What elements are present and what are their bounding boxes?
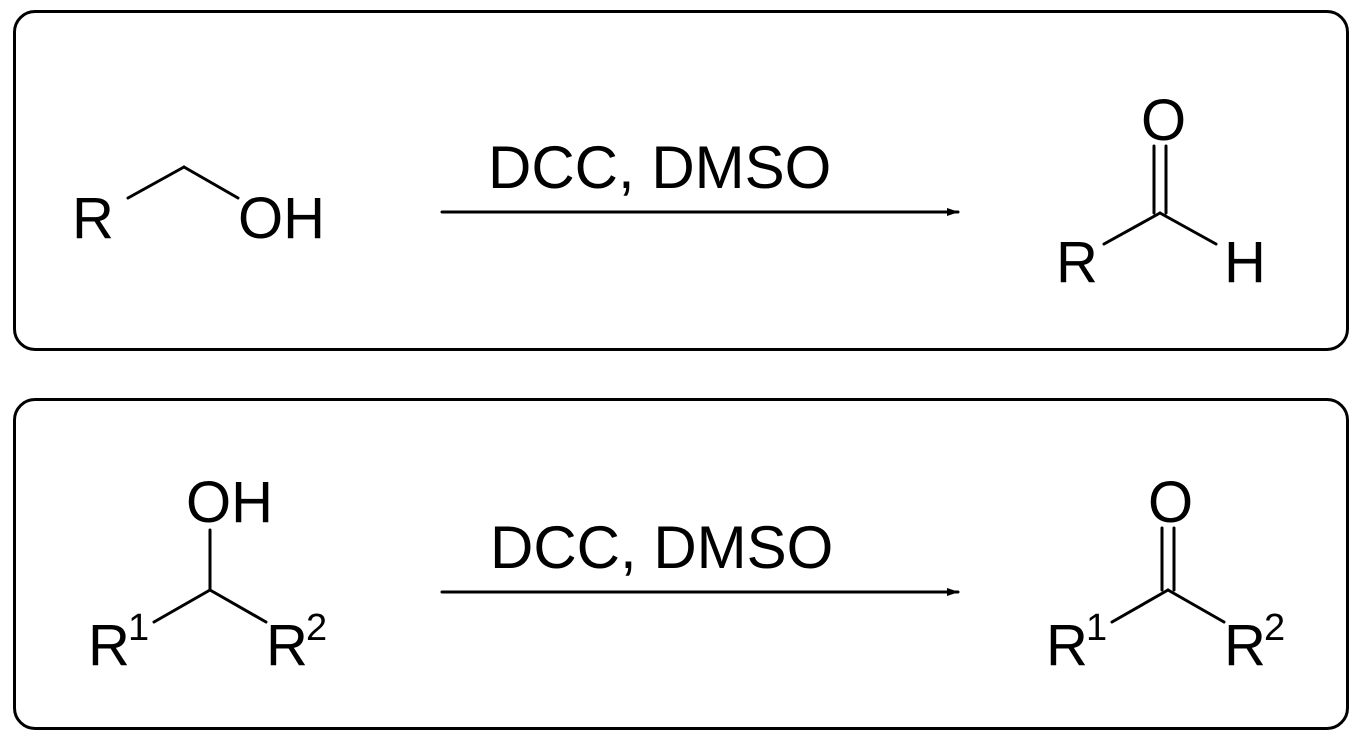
bond-c-r2 <box>208 588 268 624</box>
reactant-primary-alcohol: R OH <box>72 165 325 251</box>
reactant-2-r2-superscript: 2 <box>306 607 327 649</box>
bond-r1-co <box>1110 588 1170 624</box>
product-2-r2-label: R <box>1224 613 1266 678</box>
product-1-o-label: O <box>1141 88 1186 153</box>
reactant-2-r1-label: R <box>88 613 130 678</box>
product-2-r1-label: R <box>1046 613 1088 678</box>
bond-r-ch2 <box>126 165 186 200</box>
reaction-panel-primary-alcohol <box>13 10 1349 351</box>
reaction-2-reagents: DCC, DMSO <box>490 514 833 581</box>
product-aldehyde: O R H <box>1056 88 1266 295</box>
product-2-r2-superscript: 2 <box>1264 607 1285 649</box>
product-1-h-label: H <box>1224 230 1266 295</box>
bond-ch2-oh <box>182 165 240 200</box>
reaction-1-arrow-group: DCC, DMSO <box>440 134 960 216</box>
reactant-1-r-label: R <box>72 186 114 251</box>
bond-r-cho <box>1102 211 1162 246</box>
reaction-panel-secondary-alcohol <box>13 398 1349 730</box>
product-1-r-label: R <box>1056 230 1098 295</box>
bond-c-h <box>1158 211 1218 246</box>
reactant-2-oh-label: OH <box>186 470 273 535</box>
product-ketone: O R 1 R 2 <box>1046 470 1285 678</box>
product-2-o-label: O <box>1148 470 1193 535</box>
bond-r1-c <box>152 588 212 624</box>
reactant-1-oh-label: OH <box>238 186 325 251</box>
reaction-1-reagents: DCC, DMSO <box>488 134 831 201</box>
bond-co-r2 <box>1166 588 1226 624</box>
reaction-2-arrow-group: DCC, DMSO <box>440 514 960 596</box>
reactant-2-r1-superscript: 1 <box>128 607 149 649</box>
reactant-secondary-alcohol: OH R 1 R 2 <box>88 470 327 678</box>
product-2-r1-superscript: 1 <box>1086 607 1107 649</box>
reactant-2-r2-label: R <box>266 613 308 678</box>
